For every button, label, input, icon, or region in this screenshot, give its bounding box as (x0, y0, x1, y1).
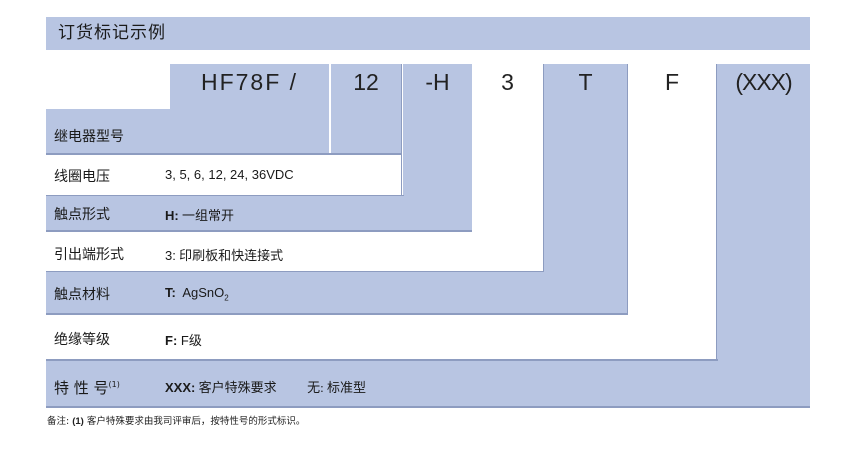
separator (46, 230, 472, 232)
row-text-voltage: 3, 5, 6, 12, 24, 36VDC (165, 167, 294, 182)
row-label-special-text: 特 性 号 (54, 379, 109, 397)
block-form-col (403, 64, 472, 196)
row-text-insulation: F: F级 (165, 330, 202, 349)
row-label-contact-form: 触点形式 (54, 207, 110, 223)
block-model-top-white (46, 64, 170, 109)
row-value-special: 客户特殊要求 (195, 380, 277, 395)
block-voltage-col (330, 64, 401, 154)
row-label-insulation: 绝缘等级 (54, 332, 110, 348)
row-key2-special: 无: (307, 380, 324, 395)
footnote-num: (1) (72, 416, 84, 427)
row-label-model: 继电器型号 (54, 129, 124, 145)
row-value-contact-form: 一组常开 (178, 208, 234, 223)
separator (543, 64, 544, 272)
footnote-text: 客户特殊要求由我司评审后，按特性号的形式标识。 (83, 416, 306, 427)
separator (46, 153, 402, 155)
code-part-contact-form: -H (425, 69, 450, 95)
code-part-material: T (578, 69, 593, 95)
row-value-insulation: F级 (177, 333, 202, 348)
row-text-contact-form: H: 一组常开 (165, 205, 234, 224)
separator (46, 313, 628, 315)
block-contact-form (46, 196, 472, 230)
separator (401, 64, 403, 196)
row-value-terminal: 印刷板和快连接式 (175, 248, 284, 263)
separator (716, 64, 717, 360)
row-label-special-sup: (1) (108, 380, 120, 389)
row-value-material: AgSnO (175, 285, 225, 300)
code-part-model: HF78F / (200, 69, 299, 95)
row-label-voltage: 线圈电压 (54, 169, 110, 185)
row-label-material: 触点材料 (54, 287, 110, 303)
footnote-prefix: 备注: (47, 416, 70, 427)
code-part-insulation: F (664, 69, 680, 95)
separator (46, 406, 810, 408)
row-key-material: T: (165, 285, 176, 300)
separator (46, 271, 544, 272)
row-text-special: XXX: 客户特殊要求 无: 标准型 (165, 377, 366, 396)
row-key-contact-form: H: (165, 208, 179, 223)
block-material (46, 272, 628, 314)
row-sub-material: 2 (224, 293, 229, 303)
separator (401, 64, 402, 196)
row-key-insulation: F: (165, 333, 178, 348)
page-title: 订货标记示例 (58, 23, 166, 43)
footnote: 备注: (1) 客户特殊要求由我司评审后，按特性号的形式标识。 (47, 413, 305, 427)
block-special-col (717, 64, 810, 360)
block-special (46, 360, 810, 407)
separator (46, 359, 718, 361)
row-value2-special: 标准型 (323, 380, 366, 395)
row-key-special: XXX: (165, 380, 196, 395)
row-key-terminal: 3: (165, 248, 176, 263)
row-label-terminal: 引出端形式 (54, 247, 124, 263)
row-text-terminal: 3: 印刷板和快连接式 (165, 245, 283, 264)
code-part-terminal: 3 (501, 69, 514, 95)
row-text-material: T: AgSnO2 (165, 285, 229, 303)
row-label-special: 特 性 号(1) (54, 377, 120, 398)
title-bar: 订货标记示例 (46, 17, 810, 50)
separator (46, 195, 404, 196)
block-material-col (543, 64, 628, 272)
separator (627, 64, 628, 314)
separator (329, 64, 331, 154)
code-part-voltage: 12 (353, 69, 379, 95)
code-part-special: (XXX) (735, 69, 792, 95)
